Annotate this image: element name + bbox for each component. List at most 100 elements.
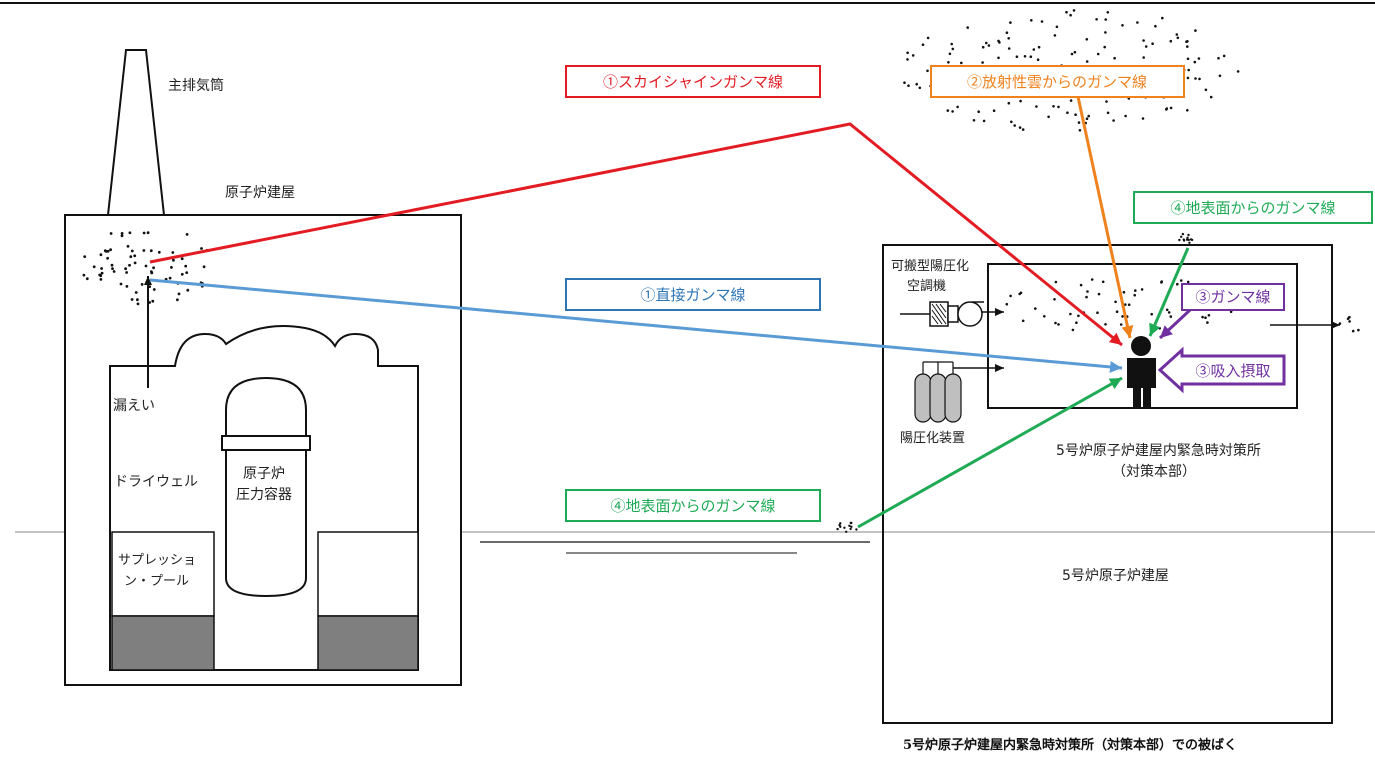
pressurization-unit-icon <box>914 361 1004 423</box>
particle-dot <box>1112 119 1115 122</box>
particle-dot <box>977 110 980 113</box>
particle-dot <box>911 54 915 57</box>
particle-dot <box>960 61 963 65</box>
particle-dot <box>1085 60 1089 63</box>
particle-dot <box>997 56 1000 60</box>
particle-dot <box>1032 48 1036 51</box>
particle-dot <box>180 272 184 276</box>
particle-dot <box>1167 311 1171 314</box>
particle-dot <box>1204 316 1207 320</box>
particle-dot <box>170 266 173 269</box>
particle-dot <box>1194 29 1197 32</box>
particle-dot <box>1106 111 1110 115</box>
direct-gamma-arrow <box>149 278 1123 373</box>
particle-dot <box>839 522 842 525</box>
particle-dot <box>1206 321 1209 324</box>
particle-dot <box>1090 278 1094 281</box>
particle-dot <box>111 267 114 270</box>
particle-dot <box>1348 320 1351 323</box>
particle-dot <box>1034 307 1037 310</box>
particle-dot <box>168 276 172 280</box>
particle-dot <box>926 36 930 40</box>
particle-dot <box>1134 289 1137 292</box>
particle-dot <box>99 278 103 281</box>
particle-dot <box>148 285 152 288</box>
inhalation-label: ③吸入摂取 <box>1195 362 1270 380</box>
particle-dot <box>130 249 134 253</box>
particle-dot <box>1127 303 1131 307</box>
particle-dot <box>951 47 955 51</box>
suppression-pool-right <box>317 531 419 617</box>
particle-dot <box>151 299 155 303</box>
particle-dot <box>1154 24 1157 28</box>
particle-dot <box>128 231 132 235</box>
particle-dot <box>1105 100 1108 103</box>
particle-dot <box>1054 321 1057 325</box>
direct-gamma-box: ①直接ガンマ線 <box>565 278 821 311</box>
particle-dot <box>106 256 109 260</box>
particle-dot <box>1187 68 1190 72</box>
particle-dot <box>126 244 130 248</box>
particle-dot <box>125 285 129 288</box>
particle-dot <box>1009 21 1012 24</box>
particle-dot <box>849 527 852 531</box>
leaked-radioactive-material <box>82 231 209 306</box>
particle-dot <box>1052 105 1055 108</box>
particle-dot <box>1053 34 1057 37</box>
particle-dot <box>171 251 175 254</box>
ground-gamma-arrow-top <box>1148 247 1190 337</box>
particle-dot <box>1119 323 1123 326</box>
particle-dot <box>148 301 152 304</box>
particle-dot <box>1047 115 1050 119</box>
skyshine-gamma-box: ①スカイシャインガンマ線 <box>565 65 821 98</box>
particle-dot <box>110 263 114 267</box>
particle-dot <box>124 267 127 271</box>
particle-dot <box>1106 11 1110 14</box>
particle-dot <box>1018 126 1022 129</box>
particle-dot <box>1104 31 1107 34</box>
particle-dot <box>1236 70 1240 73</box>
particle-dot <box>142 231 146 235</box>
main-stack <box>106 49 166 216</box>
particle-dot <box>202 265 206 269</box>
particle-dot <box>1007 101 1011 105</box>
particle-dot <box>152 288 156 291</box>
particle-dot <box>136 298 139 302</box>
particle-dot <box>1357 328 1360 332</box>
room-gamma-arrow <box>1158 308 1192 340</box>
particle-dot <box>1178 238 1181 242</box>
particle-dot <box>1019 99 1022 103</box>
particle-dot <box>1065 10 1068 14</box>
particle-dot <box>1005 302 1009 306</box>
emergency-response-room <box>987 263 1298 409</box>
portable-ac-unit-icon <box>900 301 1004 327</box>
particle-dot <box>146 231 150 235</box>
particle-dot <box>1188 241 1191 244</box>
skyshine-gamma-label: ①スカイシャインガンマ線 <box>603 73 783 91</box>
particle-dot <box>1136 21 1139 24</box>
particle-dot <box>1085 38 1089 41</box>
particle-dot <box>1121 315 1124 318</box>
particle-dot <box>956 105 959 109</box>
unit5-reactor-building <box>882 244 1333 724</box>
room-gamma-label: ③ガンマ線 <box>1195 288 1270 306</box>
particle-dot <box>103 249 107 253</box>
particle-dot <box>120 232 124 235</box>
particle-dot <box>100 271 104 275</box>
ground-gamma-label-top: ④地表面からのガンマ線 <box>1170 199 1335 217</box>
particle-dot <box>1198 77 1201 81</box>
particle-dot <box>136 302 140 306</box>
particle-dot <box>1054 280 1058 284</box>
suppression-pool-left <box>111 531 215 617</box>
particle-dot <box>1057 323 1060 326</box>
particle-dot <box>1030 19 1033 22</box>
particle-dot <box>1150 312 1153 316</box>
drywell-label: ドライウェル <box>114 474 198 490</box>
particle-dot <box>1069 13 1072 17</box>
particle-dot <box>845 530 848 533</box>
particle-dot <box>1071 328 1075 332</box>
particle-dot <box>1165 308 1169 312</box>
particle-dot <box>1070 52 1074 56</box>
particle-dot <box>1015 55 1019 58</box>
particle-dot <box>966 26 969 29</box>
